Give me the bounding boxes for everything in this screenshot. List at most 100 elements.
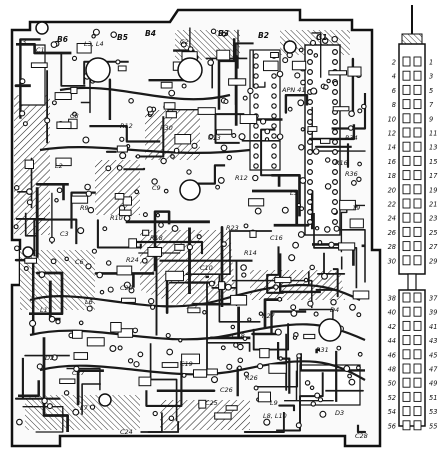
component-outline: [117, 65, 127, 72]
component-label: D2: [45, 354, 54, 362]
component-outline: [320, 138, 331, 144]
connector-pin-label: 2: [392, 59, 396, 67]
copper-trace: [96, 219, 142, 249]
solder-pad: [253, 143, 259, 149]
solder-pad: [85, 263, 92, 270]
solder-pad: [253, 83, 259, 89]
solder-pad: [173, 147, 180, 154]
solder-pad: [86, 305, 93, 312]
solder-pad: [133, 361, 140, 368]
component-outline: [56, 121, 72, 129]
component-label: C2: [180, 38, 189, 46]
component-outline: [122, 196, 132, 206]
solder-pad: [158, 222, 164, 228]
connector-pin-label: 37: [429, 295, 438, 303]
solder-pad: [307, 108, 314, 115]
solder-pad: [231, 132, 237, 139]
solder-pad: [48, 315, 56, 323]
copper-trace: [89, 125, 161, 143]
connector-pin-label: 14: [388, 144, 396, 152]
solder-pad: [247, 87, 254, 95]
component-label: C28: [355, 432, 368, 440]
component-label: R24: [126, 256, 139, 264]
solder-pad: [332, 48, 339, 55]
solder-pad: [109, 345, 117, 352]
component-label: L1: [40, 306, 48, 314]
connector-pin-label: 39: [429, 309, 437, 317]
component-outline: [263, 60, 279, 72]
solder-pad: [276, 70, 284, 78]
connector-pin-label: 5: [429, 87, 433, 95]
solder-pad: [132, 327, 139, 334]
component-label: C8: [70, 112, 79, 120]
bus-trace: [59, 86, 231, 101]
solder-pad: [332, 199, 339, 206]
solder-pad: [150, 304, 156, 310]
solder-pad: [44, 117, 51, 124]
component-outline: [174, 243, 185, 251]
solder-pad: [137, 351, 144, 358]
solder-pad: [310, 87, 318, 95]
solder-pad: [92, 28, 100, 36]
copper-trace: [22, 406, 64, 433]
component-outline: [239, 114, 258, 124]
component-outline: [161, 362, 179, 368]
solder-pad: [323, 84, 329, 90]
component-outline: [270, 52, 279, 58]
component-outline: [206, 368, 218, 376]
solder-pad: [332, 139, 339, 146]
solder-pad: [264, 128, 271, 135]
solder-pad: [55, 319, 61, 325]
solder-pad: [271, 163, 277, 169]
solder-pad: [226, 154, 233, 161]
component-label: D4: [330, 306, 339, 314]
component-outline: [174, 134, 192, 145]
connector-contact: [413, 255, 422, 266]
solder-pad: [237, 365, 242, 371]
copper-trace: [211, 260, 238, 307]
solder-pad: [332, 169, 339, 176]
solder-pad: [307, 189, 314, 196]
component-outline: [332, 106, 350, 112]
solder-pad: [336, 345, 342, 351]
solder-pad: [85, 190, 92, 197]
mounting-hole-3: [98, 393, 112, 407]
connector-contact: [402, 255, 411, 266]
solder-pad: [152, 410, 158, 417]
solder-pad: [307, 149, 314, 156]
solder-pad: [295, 422, 302, 429]
component-label: C9: [152, 184, 161, 192]
solder-pad: [224, 283, 232, 291]
component-outline: [248, 198, 265, 207]
connector-pin-label: 19: [429, 186, 437, 194]
component-outlines: [24, 43, 370, 420]
copper-trace: [257, 357, 299, 388]
connector-pin-label: 40: [388, 309, 396, 317]
solder-pad: [281, 206, 289, 214]
solder-pad: [135, 154, 141, 159]
copper-trace: [18, 380, 40, 397]
component-label: R26: [245, 374, 258, 382]
connector-contact: [413, 406, 422, 417]
solder-pad: [166, 348, 174, 356]
solder-pad: [252, 174, 259, 182]
solder-pad: [117, 345, 123, 351]
solder-pad: [356, 176, 362, 182]
transistor-4: [318, 318, 342, 342]
component-outline: [117, 328, 134, 338]
solder-pad: [303, 277, 309, 283]
component-label: R12: [235, 174, 248, 182]
connector-separator: [407, 273, 417, 291]
connector-contact: [402, 198, 411, 209]
mounting-hole-2: [283, 40, 297, 54]
component-label: R10: [110, 214, 123, 222]
solder-pad: [142, 212, 148, 218]
solder-pad: [294, 72, 301, 79]
solder-pad: [297, 231, 305, 238]
solder-pad: [307, 118, 314, 125]
connector-contact: [413, 212, 422, 223]
solder-pad: [253, 63, 259, 69]
connector-contact: [413, 70, 422, 81]
connector-contact: [413, 141, 422, 152]
connector-pin-label: 38: [388, 295, 396, 303]
